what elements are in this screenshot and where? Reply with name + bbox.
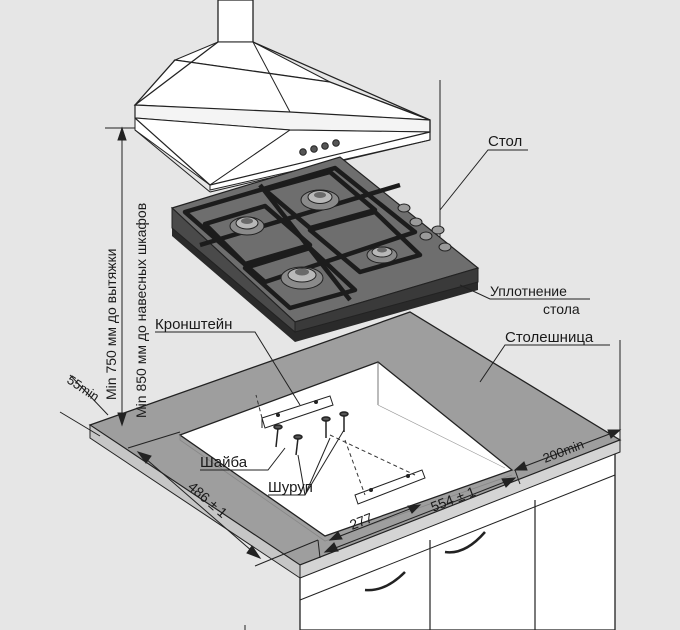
screw-icon [273, 411, 349, 456]
hood-button-icon [332, 139, 340, 147]
hood-button-icon [310, 145, 318, 153]
label-countertop: Столешница [505, 329, 594, 346]
bracket [261, 395, 334, 429]
gas-hob [170, 156, 480, 342]
bracket [354, 469, 426, 505]
burner-icon [280, 266, 324, 290]
hood-button-icon [321, 142, 329, 150]
label-washer: Шайба [200, 454, 248, 471]
label-hood-min: Min 750 мм до вытяжки [103, 249, 119, 400]
label-screw: Шуруп [268, 479, 313, 496]
burner-icon [229, 216, 265, 236]
label-seal-line2: стола [543, 301, 580, 317]
countertop-cutout [178, 361, 514, 537]
burner-icon [366, 246, 398, 264]
label-seal-line1: Уплотнение [490, 283, 567, 299]
label-table: Стол [488, 133, 522, 150]
label-cabinet-min: Min 850 мм до навесных шкафов [133, 203, 149, 418]
burner-icon [300, 189, 340, 211]
hood-button-icon [299, 148, 307, 156]
label-bracket: Кронштейн [155, 316, 232, 333]
label-bracket-dim: 277 [347, 509, 375, 532]
knob-icon [397, 203, 452, 252]
